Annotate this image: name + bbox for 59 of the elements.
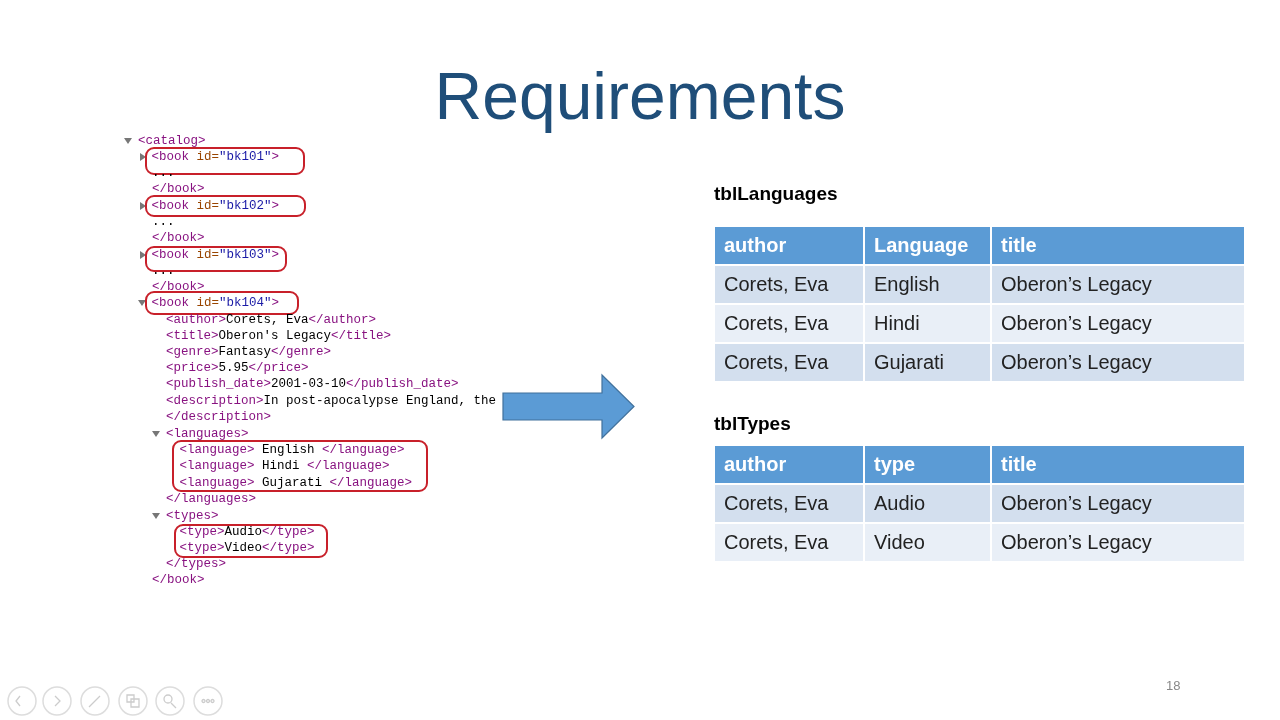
- code-line: <book id="bk103">: [151, 246, 280, 263]
- table-cell: Corets, Eva: [715, 344, 863, 381]
- code-line: <book id="bk104">: [151, 294, 280, 311]
- header-cell: type: [865, 446, 990, 483]
- code-line: <types>: [166, 508, 219, 524]
- table-cell: Corets, Eva: [715, 485, 863, 522]
- table-cell: Corets, Eva: [715, 266, 863, 303]
- code-line: </book>: [152, 230, 205, 246]
- code-line: <catalog>: [138, 133, 206, 149]
- table-cell: Corets, Eva: [715, 524, 863, 561]
- header-cell: Language: [865, 227, 990, 264]
- highlight-outline: [145, 246, 287, 272]
- table-cell: Oberon’s Legacy: [992, 266, 1244, 303]
- table-cell: Oberon’s Legacy: [992, 524, 1244, 561]
- code-line: ...: [152, 214, 175, 230]
- code-line: <language> Hindi </language>: [179, 457, 390, 474]
- highlight-outline: [172, 440, 428, 492]
- slide-title: Requirements: [433, 58, 847, 134]
- code-line: <languages>: [166, 426, 249, 442]
- code-line: <type>Audio</type>: [179, 523, 315, 540]
- code-line: <language> English </language>: [179, 441, 405, 458]
- code-line: </languages>: [166, 491, 257, 507]
- table-title: tblTypes: [714, 413, 791, 435]
- code-line: <title>Oberon's Legacy</title>: [166, 328, 392, 344]
- header-cell: author: [715, 227, 863, 264]
- code-line: <description>In post-apocalypse England, the: [166, 393, 497, 409]
- code-line: </book>: [152, 279, 205, 295]
- code-line: <book id="bk102">: [151, 197, 280, 214]
- code-line: <price>5.95</price>: [166, 360, 309, 376]
- code-line: </book>: [152, 572, 205, 588]
- code-line: ...: [152, 165, 175, 181]
- code-line: </types>: [166, 556, 227, 572]
- code-line: </description>: [166, 409, 272, 425]
- highlight-outline: [145, 195, 306, 217]
- table-cell: Hindi: [865, 305, 990, 342]
- table-cell: Video: [865, 524, 990, 561]
- highlight-outline: [174, 524, 328, 558]
- table-cell: Corets, Eva: [715, 305, 863, 342]
- table-cell: Oberon’s Legacy: [992, 344, 1244, 381]
- highlight-outline: [145, 147, 305, 175]
- code-line: <publish_date>2001-03-10</publish_date>: [166, 376, 459, 392]
- header-cell: title: [992, 446, 1244, 483]
- table-cell: Gujarati: [865, 344, 990, 381]
- table-cell: Oberon’s Legacy: [992, 305, 1244, 342]
- header-cell: title: [992, 227, 1244, 264]
- code-line: <genre>Fantasy</genre>: [166, 344, 332, 360]
- table-cell: Audio: [865, 485, 990, 522]
- table-cell: Oberon’s Legacy: [992, 485, 1244, 522]
- code-line: <author>Corets, Eva</author>: [166, 312, 377, 328]
- header-cell: author: [715, 446, 863, 483]
- code-line: <language> Gujarati </language>: [179, 474, 413, 491]
- table-cell: English: [865, 266, 990, 303]
- code-line: <type>Video</type>: [179, 539, 315, 556]
- table-title: tblLanguages: [714, 183, 838, 205]
- highlight-outline: [145, 291, 299, 315]
- code-line: <book id="bk101">: [151, 148, 280, 165]
- code-line: </book>: [152, 181, 205, 197]
- page-number: 18: [1166, 678, 1181, 693]
- code-line: ...: [152, 263, 175, 279]
